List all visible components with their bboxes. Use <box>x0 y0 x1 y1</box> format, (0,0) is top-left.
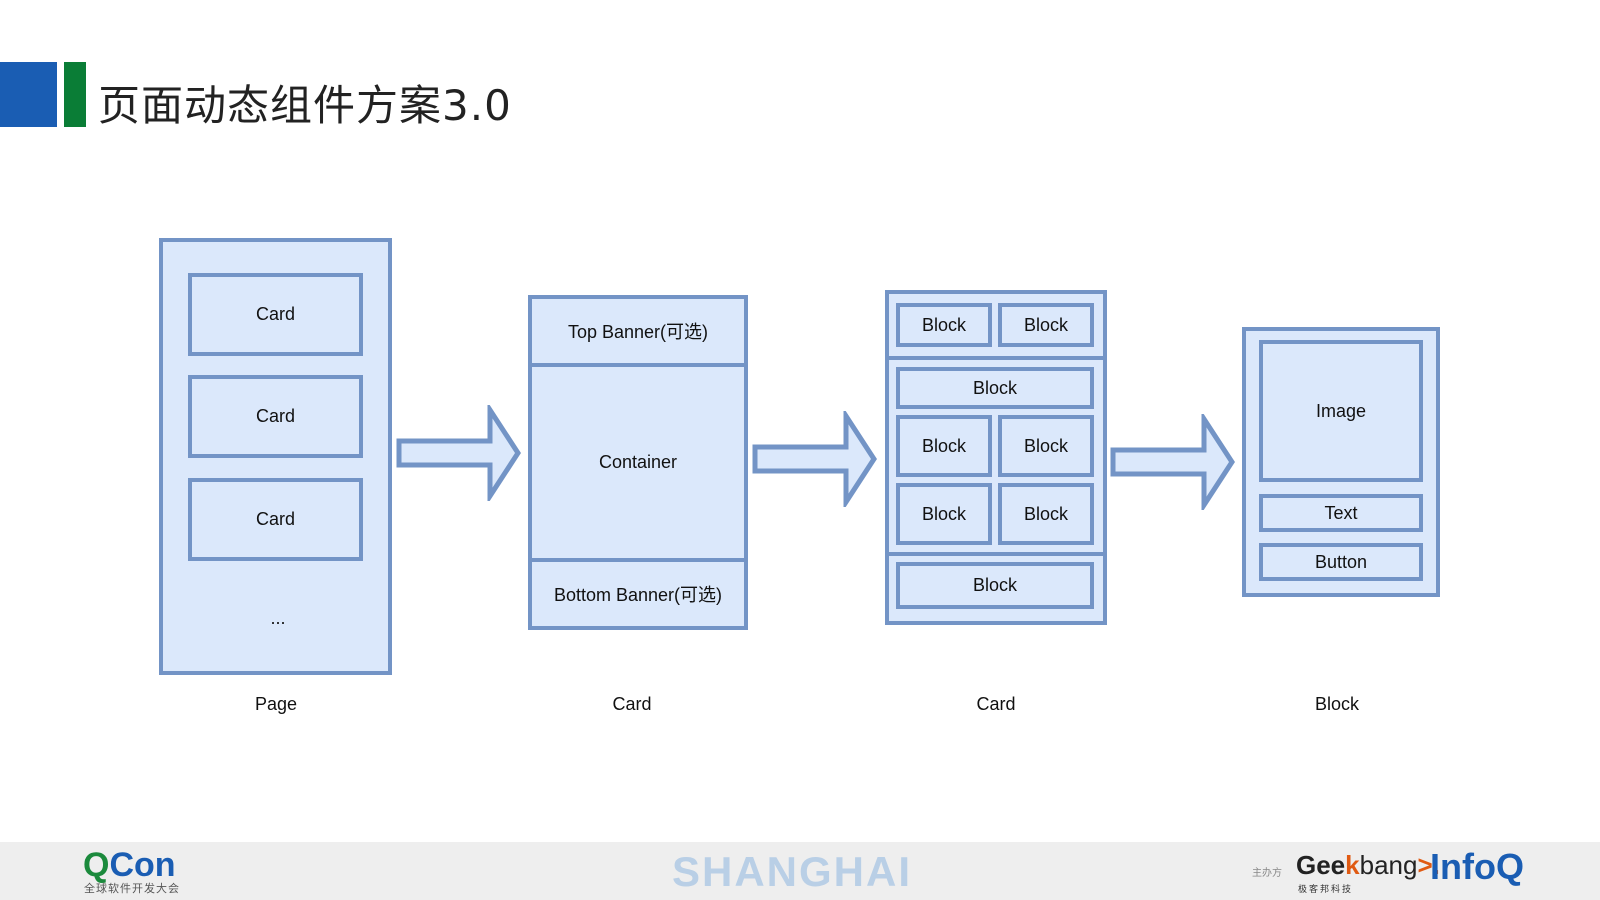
card-blocks-caption: Card <box>976 694 1016 714</box>
card-bottom-banner: Bottom Banner(可选) <box>528 558 748 630</box>
page-card-1: Card <box>188 273 363 356</box>
page-caption: Page <box>254 694 298 714</box>
geekbang-logo: Geekbang>. <box>1296 850 1440 881</box>
qcon-subtitle: 全球软件开发大会 <box>84 883 180 895</box>
city-watermark: SHANGHAI <box>672 848 913 895</box>
page-card-2: Card <box>188 375 363 458</box>
card-top-banner: Top Banner(可选) <box>528 295 748 367</box>
page-more-ellipsis: ... <box>270 608 286 628</box>
qcon-logo: QCon <box>83 848 176 882</box>
card-banners-caption: Card <box>612 694 652 714</box>
blocks-row-1-frame <box>885 290 1107 360</box>
geekbang-subtitle: 极客邦科技 <box>1298 884 1354 894</box>
block-r2: Block <box>896 367 1094 409</box>
footer-bar: QCon 全球软件开发大会 SHANGHAI 主办方 Geekbang>. 极客… <box>0 842 1600 900</box>
block-button: Button <box>1259 543 1423 581</box>
host-label: 主办方 <box>1252 868 1282 879</box>
block-r3-a: Block <box>896 415 992 477</box>
right-arrow-icon <box>752 411 877 507</box>
blocks-row-5-frame <box>885 552 1107 625</box>
title-accent-blue <box>0 62 57 127</box>
block-caption: Block <box>1314 694 1359 714</box>
right-arrow-icon <box>396 405 521 501</box>
qcon-logo-q: Q <box>83 846 110 884</box>
qcon-logo-con: Con <box>109 846 176 884</box>
block-text: Text <box>1259 494 1423 532</box>
geekbang-logo-mark: >. <box>1417 850 1440 880</box>
block-r5: Block <box>896 562 1094 609</box>
title-accent-green <box>64 62 86 127</box>
geekbang-logo-part1: Gee <box>1296 850 1346 880</box>
geekbang-logo-part2: bang <box>1359 850 1418 880</box>
block-r4-a: Block <box>896 483 992 545</box>
block-r1-a: Block <box>896 303 992 347</box>
infoq-logo: InfoQ <box>1430 846 1524 887</box>
geekbang-logo-k: k <box>1345 850 1360 880</box>
page-card-3: Card <box>188 478 363 561</box>
block-r1-b: Block <box>998 303 1094 347</box>
page-title: 页面动态组件方案3.0 <box>98 81 512 130</box>
block-r4-b: Block <box>998 483 1094 545</box>
right-arrow-icon <box>1110 414 1235 510</box>
block-image: Image <box>1259 340 1423 482</box>
card-container: Container <box>528 363 748 562</box>
block-r3-b: Block <box>998 415 1094 477</box>
